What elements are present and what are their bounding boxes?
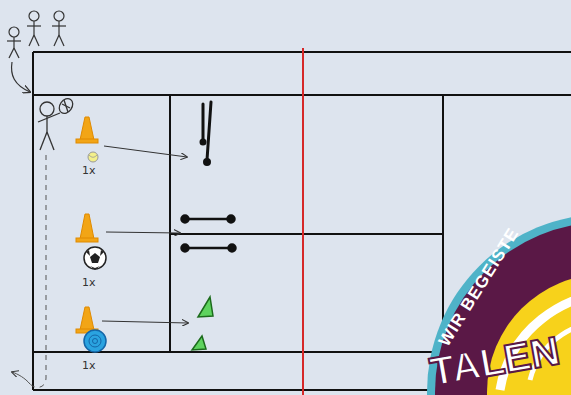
run-path	[30, 155, 46, 387]
return-arrow	[12, 372, 30, 384]
tennis-ball	[88, 152, 98, 162]
triangle-targets	[192, 297, 213, 350]
blue-ball	[84, 330, 106, 352]
stick-targets	[201, 102, 211, 165]
cones	[76, 117, 98, 333]
count-label: 1x	[82, 360, 96, 371]
hurdle-targets	[182, 216, 236, 252]
badge	[427, 214, 571, 395]
player-figure	[38, 96, 76, 150]
waiting-players	[7, 11, 66, 92]
soccer-ball	[84, 247, 106, 270]
throw-arrows	[102, 146, 188, 323]
count-label: 1x	[82, 277, 96, 288]
count-label: 1x	[82, 165, 96, 176]
net-line	[302, 48, 304, 395]
